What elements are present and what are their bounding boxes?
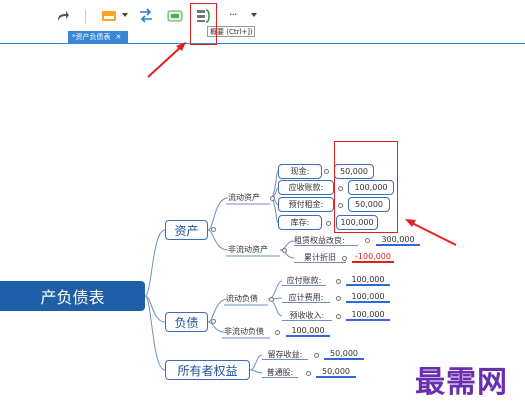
collapse-icon[interactable]: [336, 279, 341, 284]
value-inventory-text: 100,000: [340, 218, 374, 227]
item-cash-label: 现金:: [290, 167, 310, 176]
topic-assets[interactable]: 资产: [165, 220, 208, 240]
item-inventory[interactable]: 库存:: [278, 215, 322, 230]
value-cash-text: 50,000: [340, 167, 368, 176]
topic-assets-label: 资产: [174, 223, 199, 238]
value-accrued-text: 100,000: [351, 292, 385, 301]
item-payables-label: 应付账款:: [286, 275, 322, 285]
topic-current-assets[interactable]: 流动资产: [228, 192, 268, 203]
item-unearned-label: 预收收入:: [289, 310, 325, 320]
root-topic[interactable]: 产负债表: [0, 281, 145, 311]
value-prepaid-rent[interactable]: 50,000: [348, 197, 390, 212]
topic-noncurrent-liabilities[interactable]: 非流动负债: [224, 326, 270, 337]
value-inventory[interactable]: 100,000: [336, 215, 378, 230]
highlight-box-values: [334, 141, 398, 233]
chevron-down-icon[interactable]: [121, 11, 129, 19]
value-accrued[interactable]: 100,000: [346, 292, 390, 303]
item-prepaid-rent[interactable]: 预付租金:: [278, 197, 334, 212]
item-payables[interactable]: 应付账款:: [282, 275, 326, 286]
collapse-icon[interactable]: [211, 227, 216, 232]
item-depreciation[interactable]: 累计折旧: [294, 252, 346, 263]
collapse-icon[interactable]: [338, 186, 343, 191]
topic-noncurrent-assets[interactable]: 非流动资产: [228, 244, 278, 255]
collapse-icon[interactable]: [342, 256, 347, 261]
item-retained-earnings[interactable]: 留存收益:: [262, 349, 308, 360]
item-prepaid-rent-label: 预付租金:: [288, 200, 324, 209]
item-depreciation-label: 累计折旧: [304, 252, 336, 262]
tab-label: *资产负债表: [72, 33, 111, 41]
value-depreciation-text: -100,000: [355, 252, 391, 261]
collapse-icon[interactable]: [336, 296, 341, 301]
item-leasehold[interactable]: 租赁权益改良:: [294, 235, 358, 246]
value-payables-text: 100,000: [351, 275, 385, 284]
collapse-icon[interactable]: [270, 196, 275, 201]
collapse-icon[interactable]: [336, 314, 341, 319]
more-chevron-down-icon[interactable]: [250, 11, 258, 19]
item-common-stock[interactable]: 普通股:: [262, 367, 298, 378]
topic-current-liabilities-label: 流动负债: [226, 294, 258, 303]
value-cash[interactable]: 50,000: [334, 164, 374, 179]
collapse-icon[interactable]: [324, 169, 329, 174]
topic-current-liabilities[interactable]: 流动负债: [226, 293, 266, 304]
item-accrued-label: 应计费用:: [288, 292, 324, 302]
value-unearned[interactable]: 100,000: [346, 310, 390, 321]
root-topic-label: 产负债表: [40, 288, 105, 307]
boundary-icon[interactable]: [167, 9, 183, 23]
topic-noncurrent-assets-label: 非流动资产: [228, 245, 268, 254]
collapse-icon[interactable]: [314, 353, 319, 358]
value-leasehold[interactable]: 300,000: [376, 235, 420, 246]
item-common-stock-label: 普通股:: [266, 367, 294, 377]
value-retained-earnings[interactable]: 50,000: [324, 349, 364, 360]
collapse-icon[interactable]: [211, 319, 216, 324]
relationship-icon[interactable]: [138, 8, 154, 24]
topic-noncurrent-liabilities-label: 非流动负债: [224, 327, 264, 336]
value-common-stock[interactable]: 50,000: [316, 367, 356, 378]
document-tab[interactable]: *资产负债表 ✕: [68, 31, 128, 43]
value-depreciation[interactable]: -100,000: [352, 252, 394, 263]
collapse-icon[interactable]: [365, 238, 370, 243]
collapse-icon[interactable]: [282, 248, 287, 253]
toolbar-divider: [85, 10, 86, 24]
close-icon[interactable]: ✕: [115, 33, 122, 41]
value-leasehold-text: 300,000: [381, 235, 415, 244]
collapse-icon[interactable]: [269, 297, 274, 302]
collapse-icon[interactable]: [275, 330, 280, 335]
value-noncurrent-liabilities[interactable]: 100,000: [286, 326, 330, 337]
tooltip: 概要 (Ctrl+]): [207, 26, 255, 37]
summary-icon[interactable]: [195, 8, 211, 24]
collapse-icon[interactable]: [338, 203, 343, 208]
topic-equity-label: 所有者权益: [177, 363, 238, 378]
item-unearned[interactable]: 预收收入:: [282, 310, 332, 321]
highlight-box-toolbar: [190, 3, 217, 45]
item-receivables-label: 应收账款:: [288, 183, 324, 192]
value-receivables-text: 100,000: [354, 183, 388, 192]
topic-liabilities[interactable]: 负债: [165, 312, 208, 332]
toolbar: ··· 概要 (Ctrl+]): [0, 0, 525, 37]
insert-topic-icon[interactable]: [101, 9, 117, 23]
item-leasehold-label: 租赁权益改良:: [294, 235, 345, 245]
topic-current-assets-label: 流动资产: [228, 193, 260, 202]
more-button[interactable]: ···: [229, 8, 237, 21]
collapse-icon[interactable]: [306, 371, 311, 376]
watermark: 最需网: [415, 365, 508, 400]
value-common-stock-text: 50,000: [322, 367, 350, 376]
item-receivables[interactable]: 应收账款:: [278, 180, 334, 195]
item-cash[interactable]: 现金:: [278, 164, 322, 179]
value-unearned-text: 100,000: [351, 310, 385, 319]
value-receivables[interactable]: 100,000: [348, 180, 394, 195]
item-retained-earnings-label: 留存收益:: [267, 349, 303, 359]
topic-liabilities-label: 负债: [174, 315, 199, 330]
value-noncurrent-liabilities-text: 100,000: [291, 326, 325, 335]
item-accrued[interactable]: 应计费用:: [282, 292, 330, 303]
tab-bar-line: [0, 43, 525, 44]
value-payables[interactable]: 100,000: [346, 275, 390, 286]
value-prepaid-rent-text: 50,000: [355, 200, 383, 209]
topic-equity[interactable]: 所有者权益: [165, 360, 250, 380]
item-inventory-label: 库存:: [290, 218, 310, 227]
value-retained-earnings-text: 50,000: [330, 349, 358, 358]
collapse-icon[interactable]: [326, 221, 331, 226]
redo-icon[interactable]: [56, 9, 70, 23]
